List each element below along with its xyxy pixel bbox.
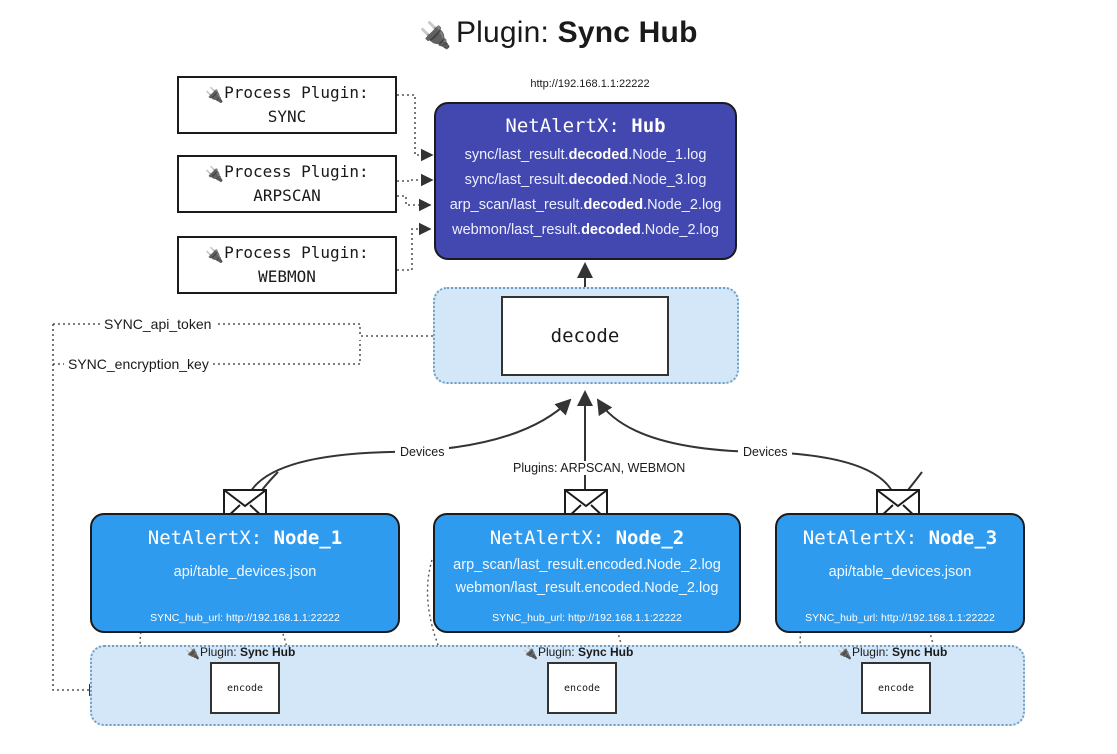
node-3[interactable]: NetAlertX: Node_3 api/table_devices.json… — [775, 513, 1025, 633]
plug-icon: 🔌 — [205, 246, 225, 264]
node-title-prefix: NetAlertX: — [147, 527, 263, 549]
node-2[interactable]: NetAlertX: Node_2 arp_scan/last_result.e… — [433, 513, 741, 633]
node-hub-url: SYNC_hub_url: http://192.168.1.1:22222 — [150, 612, 340, 624]
log-pre: sync/last_result. — [464, 172, 569, 188]
edge-label-devices-left: Devices — [395, 445, 450, 459]
sync-hub-tag-name: Sync Hub — [240, 645, 296, 659]
node-hub-url: SYNC_hub_url: http://192.168.1.1:22222 — [492, 612, 682, 624]
hub-log-row: arp_scan/last_result.decoded.Node_2.log — [436, 193, 735, 218]
node-title-name: Node_1 — [273, 527, 343, 549]
hub-title-name: Hub — [631, 115, 666, 137]
page-title: 🔌Plugin: Sync Hub — [0, 16, 1117, 52]
hub-log-row: sync/last_result.decoded.Node_3.log — [436, 168, 735, 193]
sync-hub-tag: 🔌Plugin: Sync Hub — [837, 645, 947, 660]
node-hub-url: SYNC_hub_url: http://192.168.1.1:22222 — [805, 612, 995, 624]
sync-hub-tag-prefix: Plugin: — [537, 645, 575, 659]
hub-title-prefix: NetAlertX: — [505, 115, 620, 137]
sync-api-token-label: SYNC_api_token — [100, 316, 216, 332]
log-post: .Node_3.log — [628, 172, 707, 188]
plug-icon: 🔌 — [523, 646, 538, 660]
decode-box[interactable]: decode — [501, 296, 669, 376]
process-plugin-name: SYNC — [267, 107, 307, 126]
encode-box[interactable]: encode — [861, 662, 931, 714]
log-post: .Node_1.log — [628, 147, 707, 163]
node-line: arp_scan/last_result.encoded.Node_2.log — [453, 557, 721, 573]
plug-icon: 🔌 — [205, 165, 225, 183]
sync-hub-tag-name: Sync Hub — [892, 645, 948, 659]
edge-label-plugins: Plugins: ARPSCAN, WEBMON — [508, 461, 691, 475]
log-pre: webmon/last_result. — [452, 222, 582, 238]
page-title-name: Sync Hub — [557, 16, 698, 49]
plug-icon: 🔌 — [185, 646, 200, 660]
node-line-list: api/table_devices.json — [92, 561, 398, 584]
sync-hub-tag: 🔌Plugin: Sync Hub — [185, 645, 295, 660]
page-title-prefix: Plugin: — [455, 16, 550, 49]
log-mid: decoded — [568, 172, 629, 188]
node-title-prefix: NetAlertX: — [802, 527, 918, 549]
node-title-name: Node_2 — [615, 527, 685, 549]
node-line: api/table_devices.json — [173, 564, 317, 580]
process-plugin-label: Process Plugin: — [224, 162, 369, 181]
log-post: .Node_2.log — [643, 197, 722, 213]
hub-title: NetAlertX: Hub — [436, 115, 735, 137]
encode-box[interactable]: encode — [210, 662, 280, 714]
log-mid: decoded — [568, 147, 629, 163]
plug-icon: 🔌 — [419, 20, 452, 50]
edge-label-devices-right: Devices — [738, 445, 793, 459]
hub-log-list: sync/last_result.decoded.Node_1.log sync… — [436, 143, 735, 243]
process-plugin-webmon[interactable]: 🔌Process Plugin: WEBMON — [177, 236, 397, 294]
process-plugin-label: Process Plugin: — [224, 83, 369, 102]
log-post: .Node_2.log — [640, 222, 719, 238]
hub-log-row: sync/last_result.decoded.Node_1.log — [436, 143, 735, 168]
hub-node[interactable]: NetAlertX: Hub sync/last_result.decoded.… — [434, 102, 737, 260]
node-line-list: arp_scan/last_result.encoded.Node_2.log … — [435, 554, 739, 600]
log-pre: sync/last_result. — [464, 147, 569, 163]
plug-icon: 🔌 — [837, 646, 852, 660]
process-plugin-label: Process Plugin: — [224, 243, 369, 262]
log-mid: decoded — [581, 222, 641, 238]
node-title: NetAlertX: Node_2 — [435, 527, 739, 549]
node-title: NetAlertX: Node_1 — [92, 527, 398, 549]
process-plugin-sync[interactable]: 🔌Process Plugin: SYNC — [177, 76, 397, 134]
hub-log-row: webmon/last_result.decoded.Node_2.log — [436, 218, 735, 243]
log-mid: decoded — [583, 197, 644, 213]
hub-url-label: http://192.168.1.1:22222 — [530, 78, 650, 90]
node-1[interactable]: NetAlertX: Node_1 api/table_devices.json… — [90, 513, 400, 633]
sync-encryption-key-label: SYNC_encryption_key — [64, 356, 213, 372]
process-plugin-name: ARPSCAN — [253, 186, 321, 205]
sync-hub-tag: 🔌Plugin: Sync Hub — [523, 645, 633, 660]
sync-hub-tag-prefix: Plugin: — [851, 645, 889, 659]
encode-box[interactable]: encode — [547, 662, 617, 714]
process-plugin-name: WEBMON — [258, 267, 316, 286]
node-title: NetAlertX: Node_3 — [777, 527, 1023, 549]
plug-icon: 🔌 — [205, 86, 225, 104]
node-line-list: api/table_devices.json — [777, 561, 1023, 584]
sync-hub-tag-prefix: Plugin: — [199, 645, 237, 659]
node-title-prefix: NetAlertX: — [489, 527, 605, 549]
node-title-name: Node_3 — [928, 527, 998, 549]
process-plugin-arpscan[interactable]: 🔌Process Plugin: ARPSCAN — [177, 155, 397, 213]
node-line: webmon/last_result.encoded.Node_2.log — [455, 580, 719, 596]
log-pre: arp_scan/last_result. — [449, 197, 584, 213]
sync-hub-tag-name: Sync Hub — [578, 645, 634, 659]
node-line: api/table_devices.json — [828, 564, 972, 580]
